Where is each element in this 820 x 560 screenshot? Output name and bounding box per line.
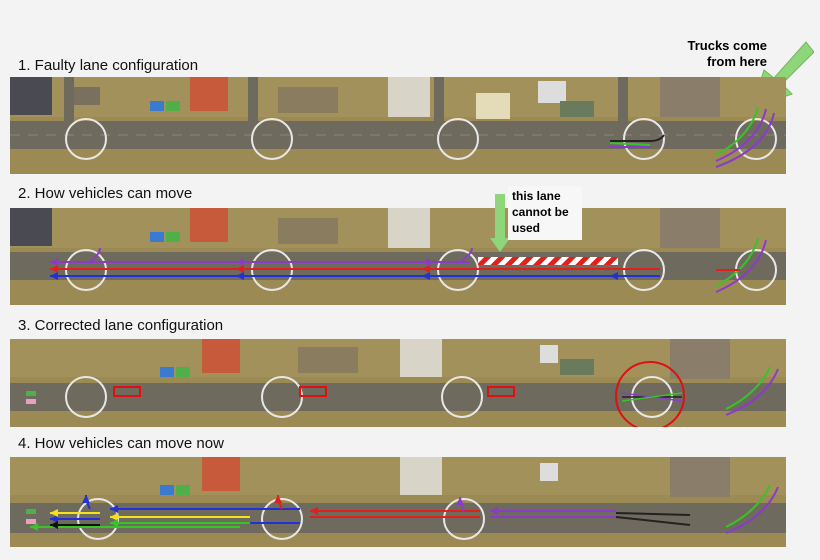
trucks-annotation-line1: Trucks come: [687, 38, 768, 53]
lane-callout-line2: cannot be: [512, 205, 569, 219]
panel-vehicle-movement: [10, 208, 786, 305]
step-4-title: 4. How vehicles can move now: [18, 435, 224, 452]
trucks-annotation: Trucks come from here: [650, 38, 768, 70]
panel-vehicle-movement-now: [10, 457, 786, 547]
lane-callout-line3: used: [512, 221, 541, 235]
step-1-title: 1. Faulty lane configuration: [18, 57, 199, 74]
lane-callout: this lane cannot be used: [508, 186, 582, 240]
lane-callout-line1: this lane: [512, 189, 561, 203]
trucks-annotation-line2: from here: [707, 54, 767, 69]
down-arrow-icon: [490, 194, 510, 252]
panel-faulty-config: [10, 77, 786, 174]
step-2-title: 2. How vehicles can move: [18, 185, 193, 202]
step-3-title: 3. Corrected lane configuration: [18, 317, 224, 334]
panel-corrected-config: [10, 339, 786, 427]
